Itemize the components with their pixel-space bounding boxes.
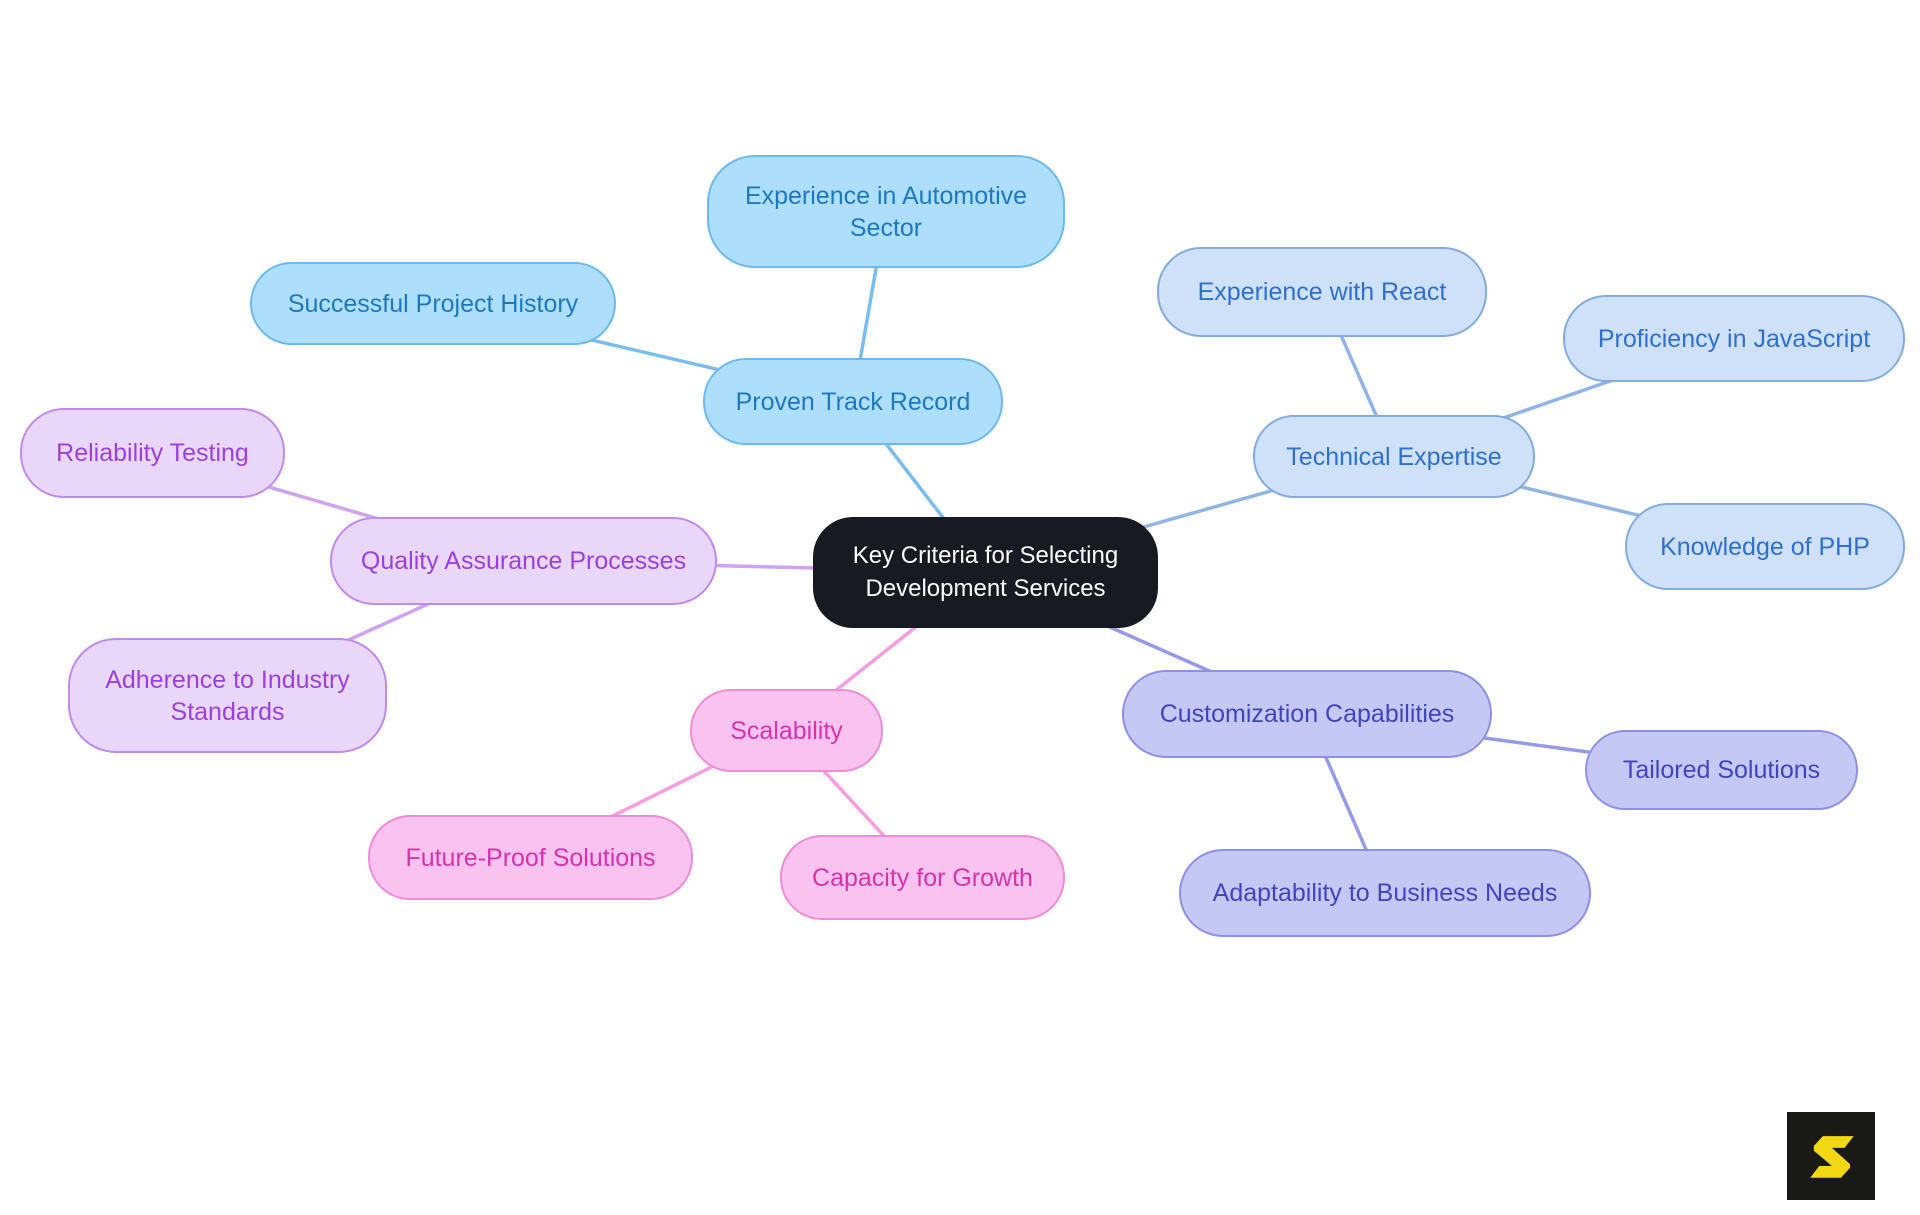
node-future-proof-solutions[interactable]: Future-Proof Solutions: [368, 815, 693, 900]
node-central-key-criteria[interactable]: Key Criteria for Selecting Development S…: [813, 517, 1158, 628]
node-adaptability-business-needs[interactable]: Adaptability to Business Needs: [1179, 849, 1591, 937]
brand-logo: [1787, 1112, 1875, 1200]
node-tailored-solutions[interactable]: Tailored Solutions: [1585, 730, 1858, 810]
node-knowledge-of-php[interactable]: Knowledge of PHP: [1625, 503, 1905, 590]
node-proficiency-in-javascript[interactable]: Proficiency in JavaScript: [1563, 295, 1905, 382]
node-customization-capabilities[interactable]: Customization Capabilities: [1122, 670, 1492, 758]
node-experience-automotive-sector[interactable]: Experience in Automotive Sector: [707, 155, 1065, 268]
node-scalability[interactable]: Scalability: [690, 689, 883, 772]
node-proven-track-record[interactable]: Proven Track Record: [703, 358, 1003, 445]
s-logo-icon: [1810, 1136, 1854, 1178]
node-quality-assurance-processes[interactable]: Quality Assurance Processes: [330, 517, 717, 605]
node-experience-with-react[interactable]: Experience with React: [1157, 247, 1487, 337]
node-capacity-for-growth[interactable]: Capacity for Growth: [780, 835, 1065, 920]
node-successful-project-history[interactable]: Successful Project History: [250, 262, 616, 345]
node-technical-expertise[interactable]: Technical Expertise: [1253, 415, 1535, 498]
node-adherence-industry-standards[interactable]: Adherence to Industry Standards: [68, 638, 387, 753]
node-reliability-testing[interactable]: Reliability Testing: [20, 408, 285, 498]
